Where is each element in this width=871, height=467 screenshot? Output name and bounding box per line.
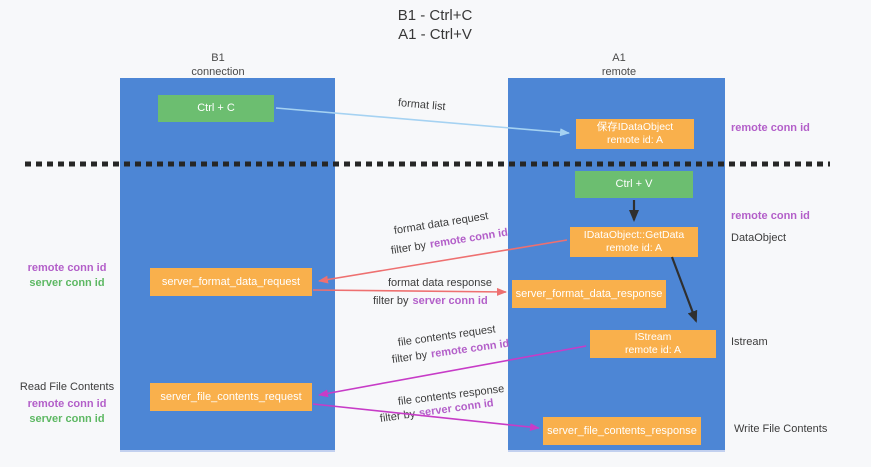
title-line-a1: A1 - Ctrl+V bbox=[398, 26, 472, 43]
remote-conn-id-mid-right: remote conn id bbox=[731, 210, 810, 222]
istream-annotation: Istream bbox=[731, 336, 768, 348]
idataobject-getdata-line2: remote id: A bbox=[605, 242, 663, 254]
istream-line1: IStream bbox=[634, 331, 672, 343]
server-file-contents-response-box: server_file_contents_response bbox=[543, 417, 701, 445]
server-format-data-request-box: server_format_data_request bbox=[150, 268, 312, 296]
lane-a1-subtitle: remote bbox=[601, 66, 637, 78]
filter-by-text: filter by bbox=[373, 295, 409, 307]
server-conn-id-left-2: server conn id bbox=[29, 413, 105, 425]
server-file-contents-request-box: server_file_contents_request bbox=[150, 383, 312, 411]
format-data-response-arrow bbox=[312, 287, 507, 296]
istream-line2: remote id: A bbox=[624, 344, 682, 356]
ctrl-v-label: Ctrl + V bbox=[615, 178, 653, 190]
save-idataobject-line1: 保存IDataObject bbox=[596, 121, 674, 133]
diagram-title: B1 - Ctrl+C A1 - Ctrl+V bbox=[330, 6, 540, 44]
lane-b1-name: B1 bbox=[211, 52, 225, 64]
server-file-contents-response-label: server_file_contents_response bbox=[547, 424, 697, 437]
server-format-data-request-label: server_format_data_request bbox=[161, 275, 301, 288]
remote-conn-id-text: remote conn id bbox=[429, 226, 509, 251]
server-format-data-response-box: server_format_data_response bbox=[512, 280, 666, 308]
remote-conn-id-left-2: remote conn id bbox=[27, 398, 107, 410]
ctrl-v-box: Ctrl + V bbox=[575, 171, 693, 198]
lane-b1-header: B1 connection bbox=[158, 51, 278, 79]
save-idataobject-box: 保存IDataObject remote id: A bbox=[576, 119, 694, 149]
save-idataobject-line2: remote id: A bbox=[606, 134, 664, 146]
lane-a1-header: A1 remote bbox=[559, 51, 679, 79]
server-format-data-response-label: server_format_data_response bbox=[515, 287, 663, 300]
ctrl-c-box: Ctrl + C bbox=[158, 95, 274, 122]
title-line-b1: B1 - Ctrl+C bbox=[397, 7, 473, 24]
server-file-contents-request-label: server_file_contents_request bbox=[160, 390, 302, 403]
ctrl-c-label: Ctrl + C bbox=[197, 102, 235, 114]
lane-b1-subtitle: connection bbox=[191, 66, 245, 78]
left-conn-id-group-1: remote conn id server conn id bbox=[16, 261, 118, 291]
server-conn-id-left-1: server conn id bbox=[29, 277, 105, 289]
format-list-label: format list bbox=[397, 97, 447, 114]
read-file-contents-annotation: Read File Contents bbox=[19, 381, 115, 393]
dataobject-annotation: DataObject bbox=[731, 232, 787, 244]
write-file-contents-annotation: Write File Contents bbox=[734, 423, 828, 435]
server-conn-id-text: server conn id bbox=[412, 295, 488, 307]
idataobject-getdata-box: IDataObject::GetData remote id: A bbox=[570, 227, 698, 257]
left-conn-id-group-2: remote conn id server conn id bbox=[16, 397, 118, 427]
format-data-response-label: format data response bbox=[388, 277, 492, 289]
filter-by-text: filter by bbox=[391, 349, 428, 366]
idataobject-getdata-line1: IDataObject::GetData bbox=[583, 229, 685, 241]
remote-conn-id-top-right: remote conn id bbox=[731, 122, 810, 134]
istream-box: IStream remote id: A bbox=[590, 330, 716, 358]
lane-a1-name: A1 bbox=[612, 52, 626, 64]
remote-conn-id-left-1: remote conn id bbox=[27, 262, 107, 274]
filter-by-text: filter by bbox=[390, 239, 427, 257]
filter-by-text: filter by bbox=[379, 408, 416, 425]
